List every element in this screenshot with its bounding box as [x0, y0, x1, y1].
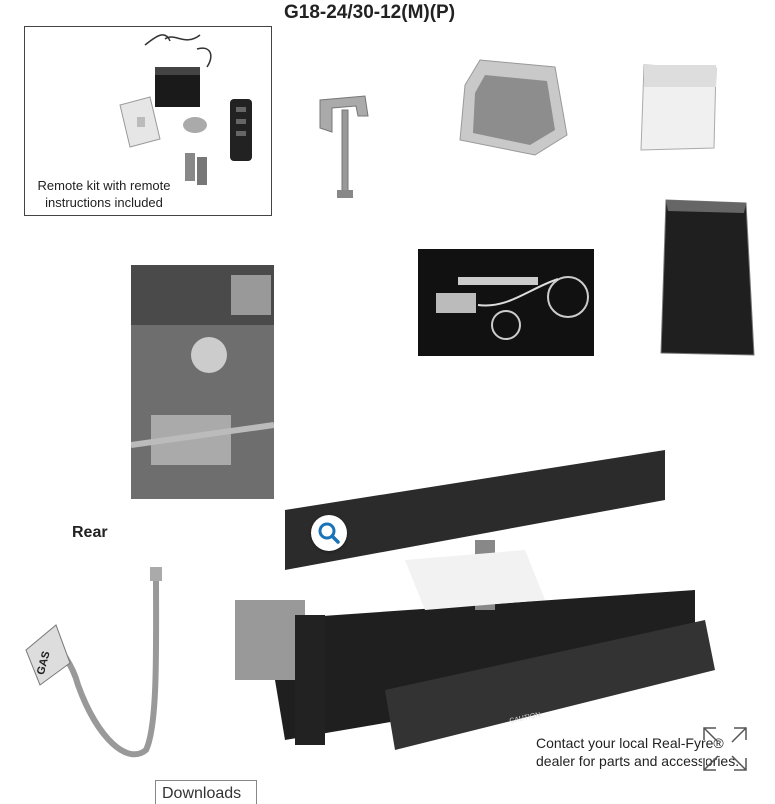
ember-bag-image	[459, 59, 568, 156]
remote-kit-panel: Remote kit with remote instructions incl…	[24, 26, 272, 216]
magnifier-icon	[318, 522, 340, 544]
contact-line2: dealer for parts and accessories.	[536, 753, 740, 769]
remote-kit-image	[119, 34, 252, 185]
remote-kit-caption: Remote kit with remote instructions incl…	[25, 177, 183, 211]
contact-line1: Contact your local Real-Fyre®	[536, 735, 724, 751]
expand-button[interactable]	[700, 724, 750, 774]
remote-kit-caption-line1: Remote kit with remote	[37, 178, 171, 193]
gas-tag-label: GAS	[35, 650, 53, 676]
lava-rock-bag-image	[660, 199, 755, 356]
pilot-assembly-image	[418, 249, 594, 356]
sand-bag-image	[640, 64, 717, 151]
clamp-bolt-image	[319, 95, 369, 198]
expand-arrows-icon	[702, 726, 748, 772]
product-title: G18-24/30-12(M)(P)	[284, 2, 456, 23]
gas-connector-image: GAS	[25, 567, 162, 758]
gas-valve-image	[131, 265, 274, 499]
downloads-button[interactable]: Downloads	[155, 780, 257, 804]
rear-label: Rear	[72, 524, 108, 541]
zoom-button[interactable]	[311, 515, 347, 551]
contact-dealer-text: Contact your local Real-Fyre® dealer for…	[536, 734, 739, 770]
burner-assembly-image: CAUTION	[235, 450, 715, 750]
remote-kit-caption-line2: instructions included	[45, 195, 163, 210]
